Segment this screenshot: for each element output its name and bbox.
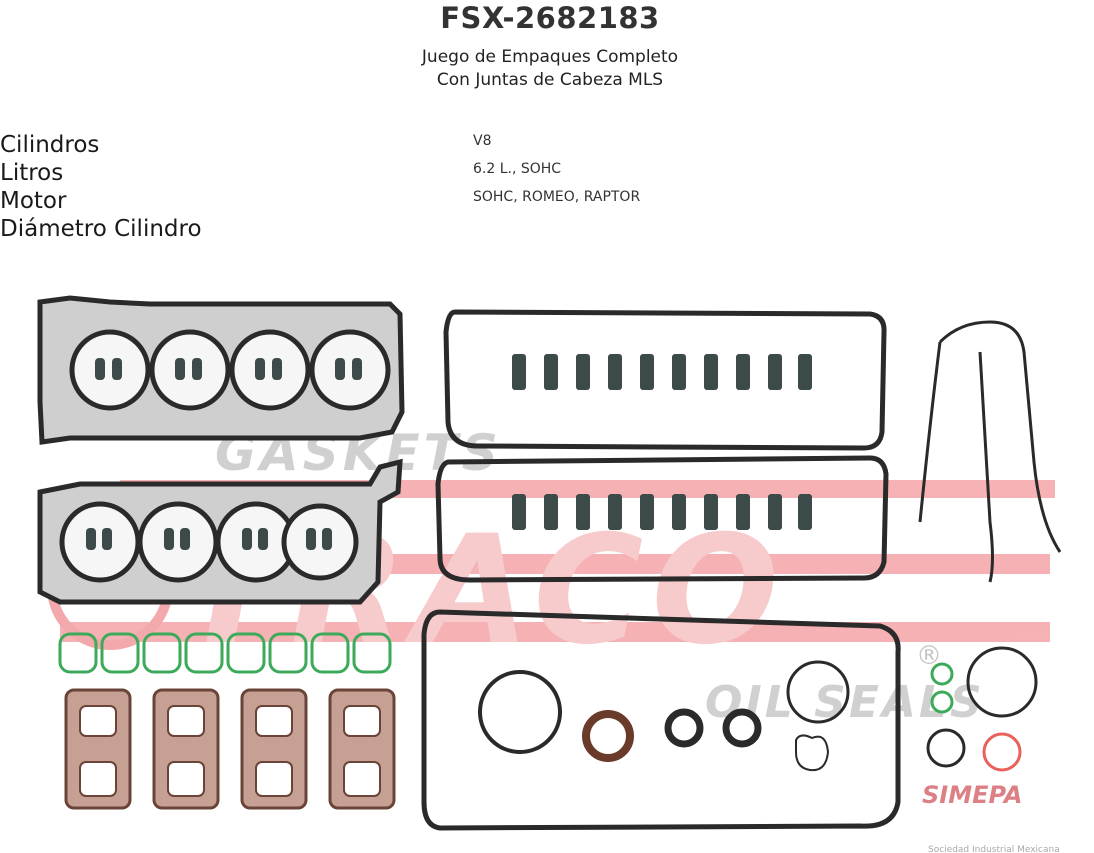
description-line-1: Juego de Empaques Completo [421,47,679,67]
spark-plug-seals [512,354,812,530]
simepa-caption: Sociedad Industrial Mexicana [928,845,1060,853]
exhaust-gaskets [64,688,396,810]
spec-label-litros: Litros [0,160,64,186]
head-gasket-lower [37,458,403,605]
description-line-2: Con Juntas de Cabeza MLS [436,70,664,90]
part-number-title: FSX-2682183 [440,1,660,35]
gasket-set-image: TRACO GASKETS OIL SEALS ® SIMEPA Socieda… [0,262,1094,853]
oil-pan-gasket [421,609,901,831]
spec-label-diametro: Diámetro Cilindro [0,216,202,242]
intake-gaskets [58,632,392,674]
seals [478,646,1038,772]
registered-mark: ® [916,641,942,671]
valve-cover-gaskets [435,309,889,583]
spec-label-motor: Motor [0,188,67,214]
spec-value-motor: SOHC, ROMEO, RAPTOR [473,189,641,205]
spec-value-cilindros: V8 [473,133,492,149]
simepa-logo: SIMEPA [922,781,1022,809]
timing-cover-gasket [918,320,1062,583]
watermark-oil-seals: OIL SEALS [705,677,985,728]
spec-label-cilindros: Cilindros [0,132,100,158]
head-gasket-upper [37,295,405,445]
spec-value-litros: 6.2 L., SOHC [473,161,562,177]
part-description: Juego de Empaques Completo Con Juntas de… [0,46,1094,92]
